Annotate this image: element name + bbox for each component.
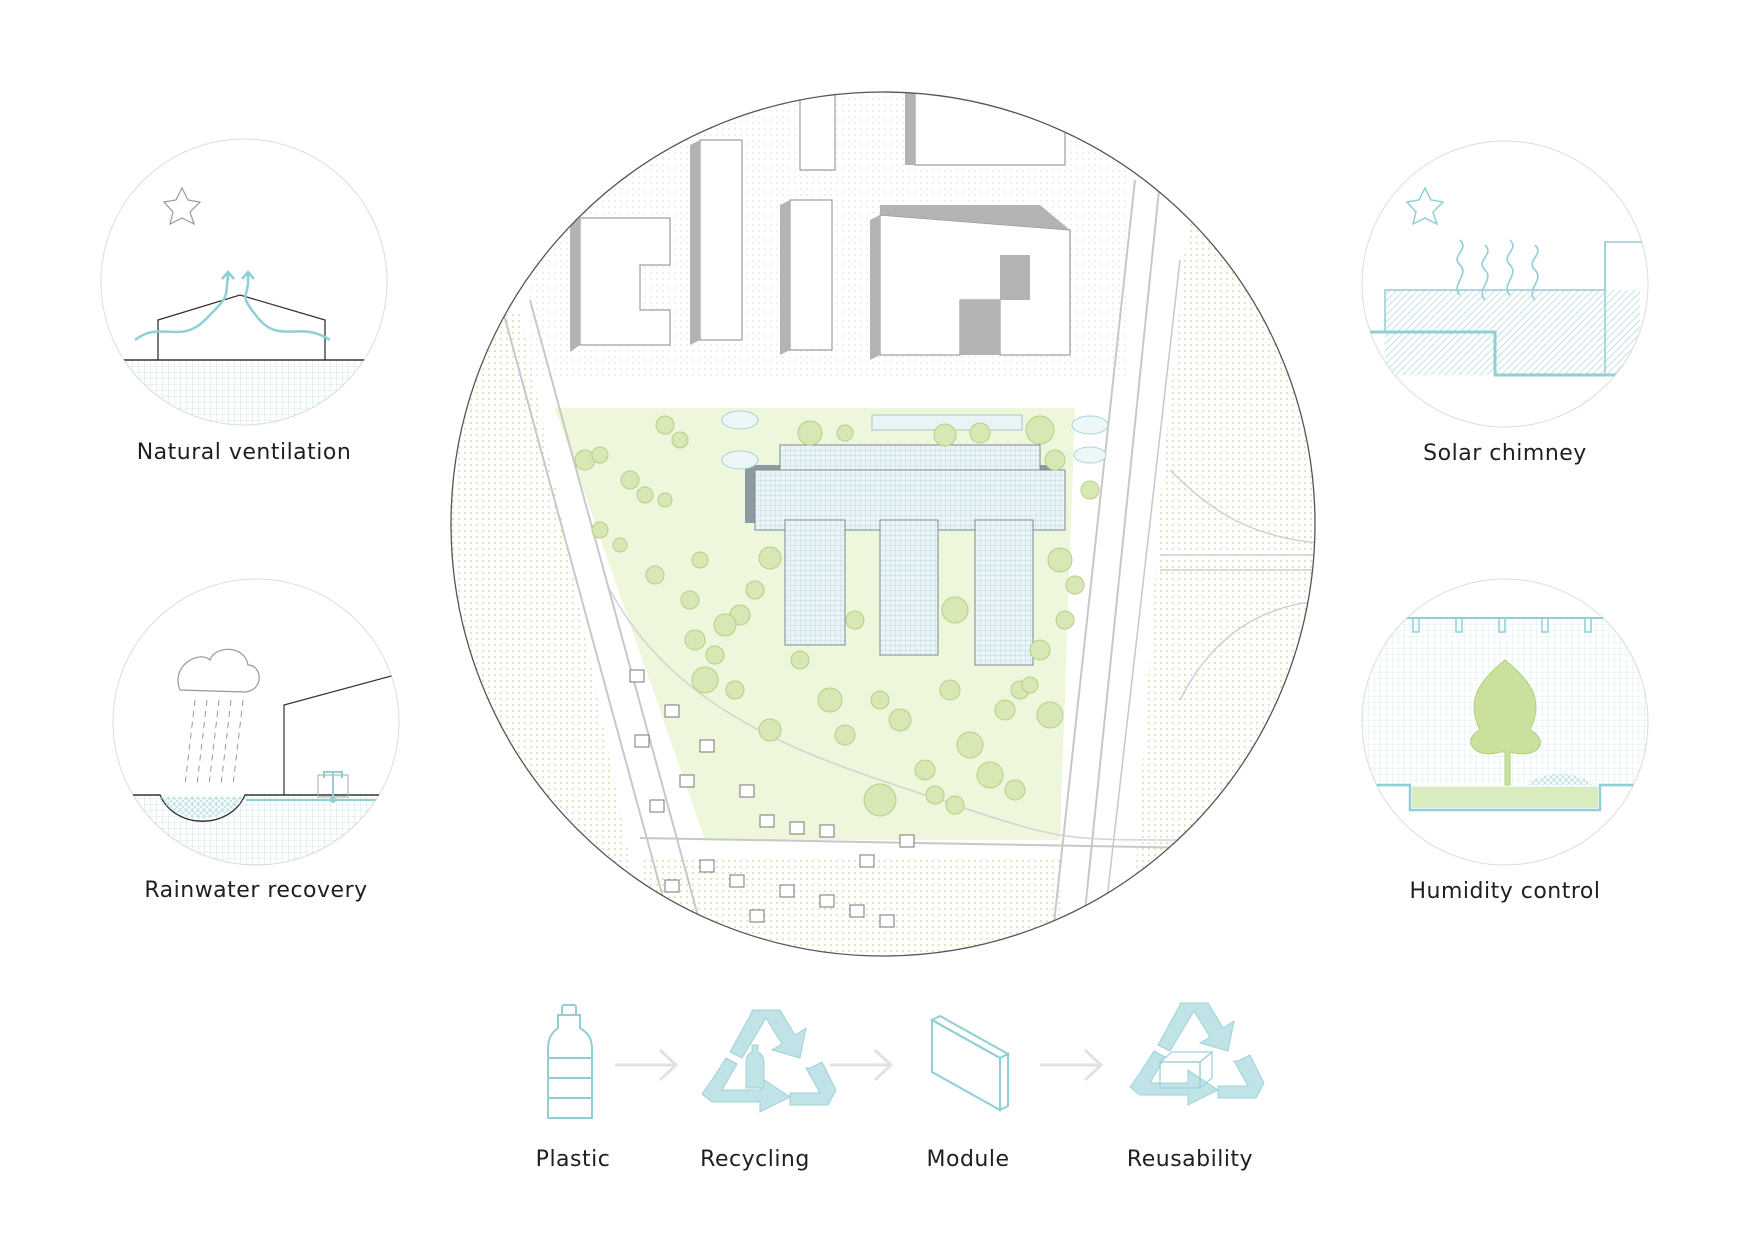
trees (574, 415, 1100, 817)
label-module: Module (926, 1147, 1010, 1172)
label-reusability: Reusability (1126, 1147, 1254, 1172)
sun-icon (162, 186, 202, 226)
recycling-bottle-icon (701, 1009, 837, 1113)
label-recycling: Recycling (700, 1147, 810, 1172)
natural-ventilation-icon (100, 138, 388, 426)
reusability-module-icon (1129, 1002, 1265, 1106)
tree-icon (1470, 659, 1541, 786)
label-rainwater-recovery: Rainwater recovery (144, 878, 368, 903)
plastic-bottle-icon (547, 1004, 593, 1119)
humidity-control-icon (1361, 578, 1649, 866)
label-natural-ventilation: Natural ventilation (136, 440, 352, 465)
rainwater-recovery-icon (112, 578, 400, 866)
sun-icon (1405, 186, 1445, 226)
main-building (745, 414, 1066, 666)
cloud-icon (177, 648, 260, 693)
label-humidity-control: Humidity control (1409, 879, 1601, 904)
module-panel-icon (929, 1014, 1011, 1112)
label-solar-chimney: Solar chimney (1423, 441, 1587, 466)
label-plastic: Plastic (535, 1147, 611, 1172)
site-plan-map (450, 91, 1316, 957)
arrow-icon (615, 1048, 1104, 1082)
solar-chimney-icon (1361, 140, 1649, 428)
